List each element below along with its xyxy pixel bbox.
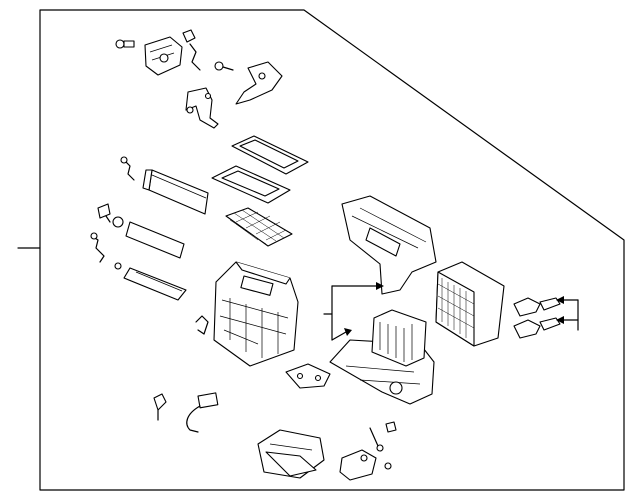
- blower-housing: [257, 429, 325, 479]
- mesh-filter: [225, 207, 293, 247]
- clip-top: [182, 29, 201, 71]
- door-upper: [142, 169, 209, 215]
- heater-core: [371, 309, 427, 367]
- small-fasteners: [369, 421, 397, 470]
- callout-bracket: [323, 282, 384, 341]
- bolt-top: [115, 39, 135, 49]
- resistor-module: [339, 449, 377, 481]
- hose-connector-upper: [513, 297, 561, 317]
- screw-top: [214, 61, 234, 71]
- clip-left-1: [97, 203, 111, 223]
- hose-connector-lower: [513, 317, 561, 339]
- heater-case: [213, 261, 299, 367]
- case-clip: [195, 315, 209, 335]
- lever-bracket: [185, 87, 219, 129]
- upper-duct: [341, 195, 437, 295]
- sensor-clip: [153, 393, 167, 421]
- bracket-top: [235, 61, 283, 105]
- filter-element: [435, 261, 505, 347]
- wire-harness: [186, 392, 219, 433]
- gasket-large: [231, 135, 309, 175]
- gasket-small: [211, 165, 291, 204]
- clip-left-2: [90, 232, 105, 263]
- link-lever: [120, 156, 135, 181]
- door-lower: [114, 262, 187, 301]
- door-middle: [112, 216, 185, 259]
- hose-callout: [556, 296, 579, 331]
- diagram-frame: [39, 9, 625, 491]
- mode-actuator: [144, 36, 183, 76]
- plate-bracket: [285, 363, 331, 389]
